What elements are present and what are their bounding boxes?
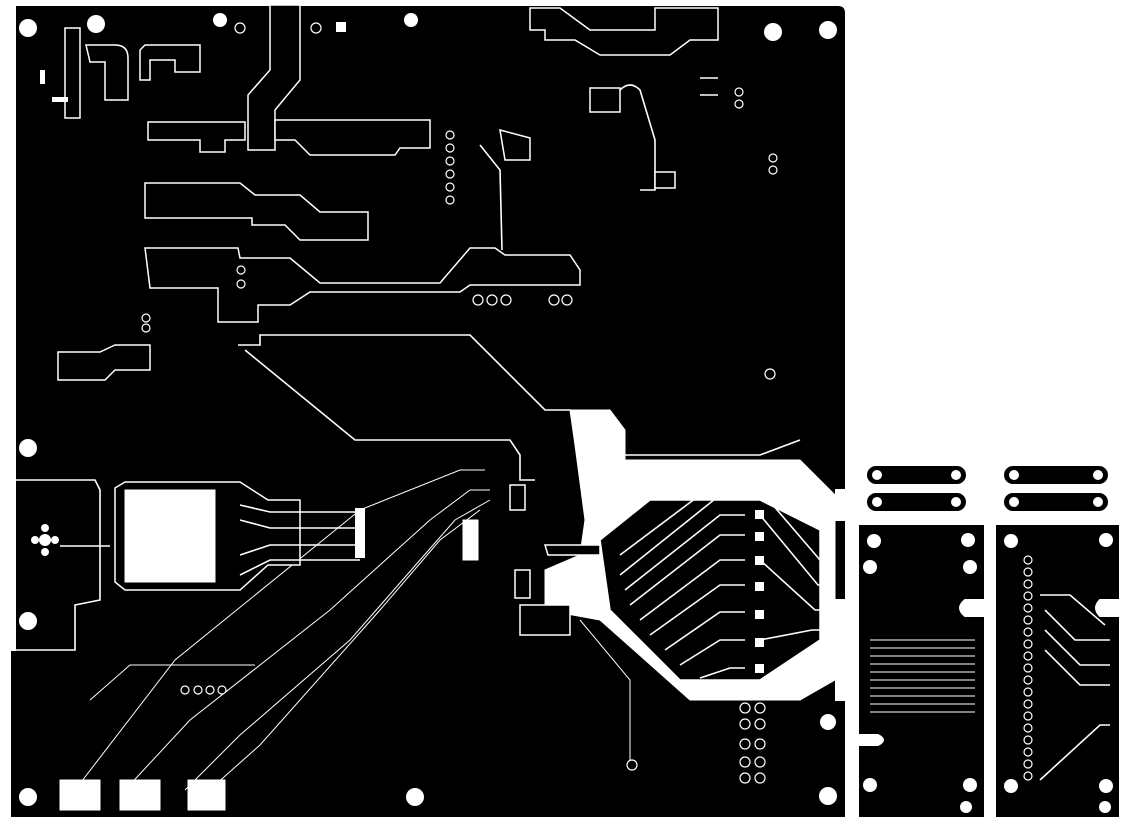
daughter-board-b [994, 464, 1121, 819]
via-array [141, 22, 778, 380]
central-component-cluster [462, 484, 601, 636]
daughter-board-a [857, 464, 986, 819]
bottom-connectors [59, 685, 227, 811]
power-island-group [40, 4, 581, 381]
fanout-region [544, 409, 836, 701]
signal-traces [74, 144, 801, 791]
upper-right-module [499, 7, 719, 191]
bottom-edge-tabs [602, 818, 667, 823]
test-point-column [626, 702, 766, 784]
fanout-pads [755, 468, 764, 695]
header-pin-column [1023, 555, 1033, 781]
fanout-traces [619, 479, 835, 679]
left-connector-area [10, 479, 365, 651]
